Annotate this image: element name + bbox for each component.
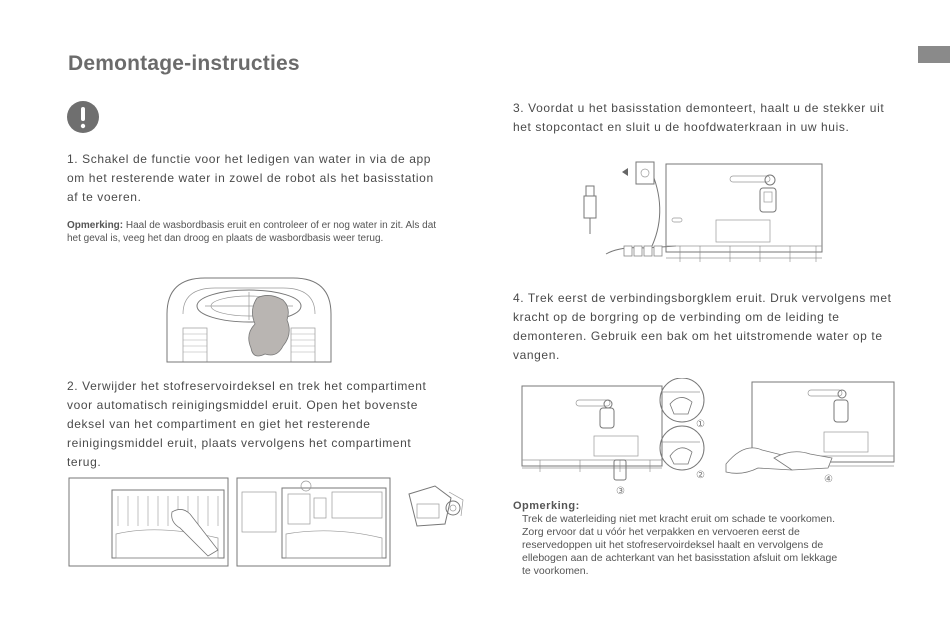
callout-4: ④ — [824, 474, 833, 485]
connection-clip-figure: ① ② ③ — [521, 378, 705, 497]
page-title: Demontage-instructies — [68, 52, 300, 75]
exclamation-circle-icon — [67, 101, 99, 133]
callout-1: ① — [696, 419, 705, 430]
note-2-line: reservedoppen uit het stofreservoirdekse… — [522, 539, 824, 551]
note-2-line: Zorg ervoor dat u vóór het verpakken en … — [522, 526, 800, 538]
station-open-figure — [68, 477, 229, 567]
detergent-compartment-figure — [236, 477, 391, 567]
note-2-line: ellebogen aan de achterkant van het basi… — [522, 552, 838, 564]
detergent-box-figure — [408, 485, 464, 527]
note-2-line: Trek de waterleiding niet met kracht eru… — [522, 513, 836, 525]
step-1-text: 1. Schakel de functie voor het ledigen v… — [67, 152, 434, 204]
step-2-text: 2. Verwijder het stofreservoirdeksel en … — [67, 379, 427, 469]
hose-removal-figure: ④ — [725, 381, 895, 485]
note-2-label: Opmerking: — [513, 500, 580, 512]
note-1-label: Opmerking: — [67, 220, 124, 231]
callout-2: ② — [696, 470, 705, 481]
note-1: Opmerking: Haal de wasbordbasis eruit en… — [67, 219, 452, 245]
note-2-line: te voorkomen. — [522, 565, 589, 577]
note-1-text: Haal de wasbordbasis eruit en controleer… — [67, 220, 437, 244]
section-tab-marker — [918, 46, 950, 63]
station-rear-power-figure — [583, 161, 823, 262]
washboard-base-figure — [166, 277, 332, 363]
callout-3: ③ — [616, 486, 625, 497]
note-2: Trek de waterleiding niet met kracht eru… — [522, 513, 902, 578]
step-4-text: 4. Trek eerst de verbindingsborgklem eru… — [513, 291, 892, 362]
step-3-text: 3. Voordat u het basisstation demonteert… — [513, 101, 885, 134]
